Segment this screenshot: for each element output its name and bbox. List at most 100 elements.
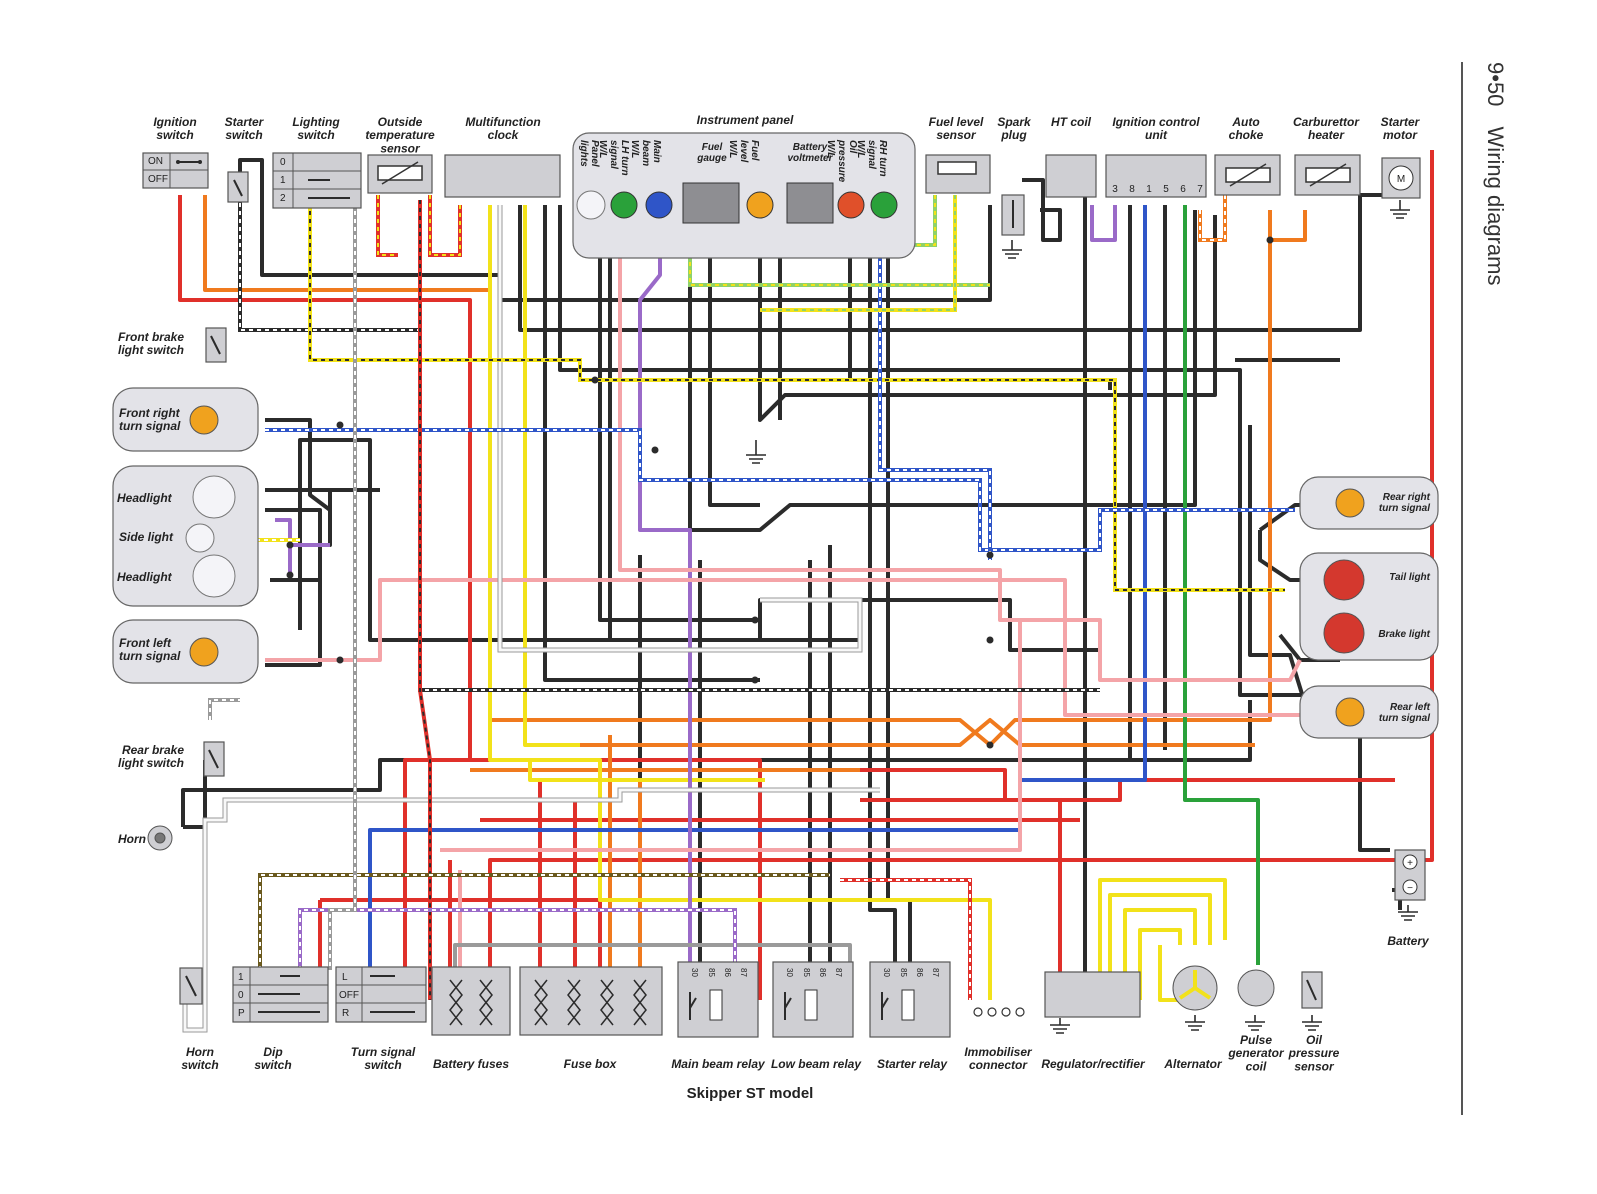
page-header: 9•50 Wiring diagrams xyxy=(1461,62,1508,1115)
wires-blue xyxy=(368,205,1147,970)
relay-coil-icon xyxy=(709,989,723,1021)
icu-pin-7: 7 xyxy=(1197,184,1203,195)
regulator-label: Regulator/rectifier xyxy=(1041,1057,1146,1071)
rear-left-turn-panel xyxy=(1299,685,1439,739)
battery-positive-icon xyxy=(1402,854,1418,870)
dip-pos-0: 0 xyxy=(238,990,244,1001)
battery-label: Battery xyxy=(1387,934,1430,948)
headlight-bulb-icon xyxy=(192,475,236,519)
lighting-pos-2: 2 xyxy=(280,193,286,204)
turn-pos-l: L xyxy=(342,972,348,983)
ground-icon xyxy=(1398,905,1418,921)
dip-pos-1: 1 xyxy=(238,972,244,983)
brake-light-bulb-icon xyxy=(1323,612,1365,654)
relay-pin-86: 86 xyxy=(723,968,732,977)
side-light-label: Side light xyxy=(119,530,174,544)
relay-pin-87: 87 xyxy=(739,968,748,977)
ground-icon xyxy=(1185,1015,1205,1031)
pulse-coil-icon xyxy=(1237,969,1275,1007)
wire-junctions xyxy=(286,236,1274,749)
panel-lights-bulb-icon xyxy=(576,190,606,220)
relay-pin-85: 85 xyxy=(899,968,908,977)
headlight-unit: Headlight Side light Headlight xyxy=(112,465,259,607)
relay-pin-30: 30 xyxy=(882,968,891,977)
ignition-control-unit-body xyxy=(1105,154,1207,198)
relay-pin-85: 85 xyxy=(707,968,716,977)
rear-right-turn-panel xyxy=(1299,476,1439,530)
lighting-pos-1: 1 xyxy=(280,175,286,186)
battery-negative-icon xyxy=(1402,879,1418,895)
turn-pos-off: OFF xyxy=(339,990,359,1001)
battery: + − Battery xyxy=(1387,849,1430,948)
horn-label: Horn xyxy=(118,832,146,846)
ground-icon xyxy=(1050,1018,1070,1034)
regulator-rectifier: Regulator/rectifier xyxy=(1041,971,1146,1071)
relay-pin-87: 87 xyxy=(931,968,940,977)
relay-coil-icon xyxy=(901,989,915,1021)
ip-fuel-level-label: FuellevelW/L xyxy=(727,140,760,162)
front-left-turn-bulb-icon xyxy=(189,637,219,667)
ignition-pos-on: ON xyxy=(148,156,163,167)
relay-pin-86: 86 xyxy=(818,968,827,977)
motor-symbol: M xyxy=(1397,174,1405,185)
front-left-turn-panel xyxy=(112,619,259,684)
icu-pin-5: 5 xyxy=(1163,184,1169,195)
diagram-caption: Skipper ST model xyxy=(687,1085,814,1102)
fuse-icon xyxy=(479,979,493,1026)
page-header-text: 9•50 Wiring diagrams xyxy=(1483,62,1508,285)
connector-pin-icon xyxy=(987,1007,997,1017)
fuse-box: Fuse box xyxy=(519,966,663,1071)
wires-green xyxy=(1183,205,1260,965)
tail-light-panel xyxy=(1299,552,1439,661)
rh-turn-lamp-icon xyxy=(870,191,898,219)
relay-pin-87: 87 xyxy=(834,968,843,977)
low-beam-relay-label: Low beam relay xyxy=(771,1057,862,1071)
fuel-level-lamp-icon xyxy=(746,191,774,219)
ip-lh-turn-label: LH turnsignalW/L xyxy=(597,140,630,176)
side-light-bulb-icon xyxy=(185,523,215,553)
connector-pin-icon xyxy=(1001,1007,1011,1017)
ground-icon xyxy=(1390,200,1410,219)
relay-pin-85: 85 xyxy=(802,968,811,977)
relay-pin-30: 30 xyxy=(785,968,794,977)
wire-harness xyxy=(178,150,1434,1034)
headlight-1-label: Headlight xyxy=(117,491,173,505)
brake-light-label: Brake light xyxy=(1378,629,1430,640)
instrument-panel: Instrument panel Panellights LH turnsign… xyxy=(572,113,916,259)
regulator-body xyxy=(1044,971,1141,1018)
multifunction-clock-body xyxy=(444,154,561,198)
starter-relay-label: Starter relay xyxy=(877,1057,948,1071)
starter-relay: 30 85 86 87 Starter relay xyxy=(869,961,951,1071)
tail-light-bulb-icon xyxy=(1323,559,1365,601)
